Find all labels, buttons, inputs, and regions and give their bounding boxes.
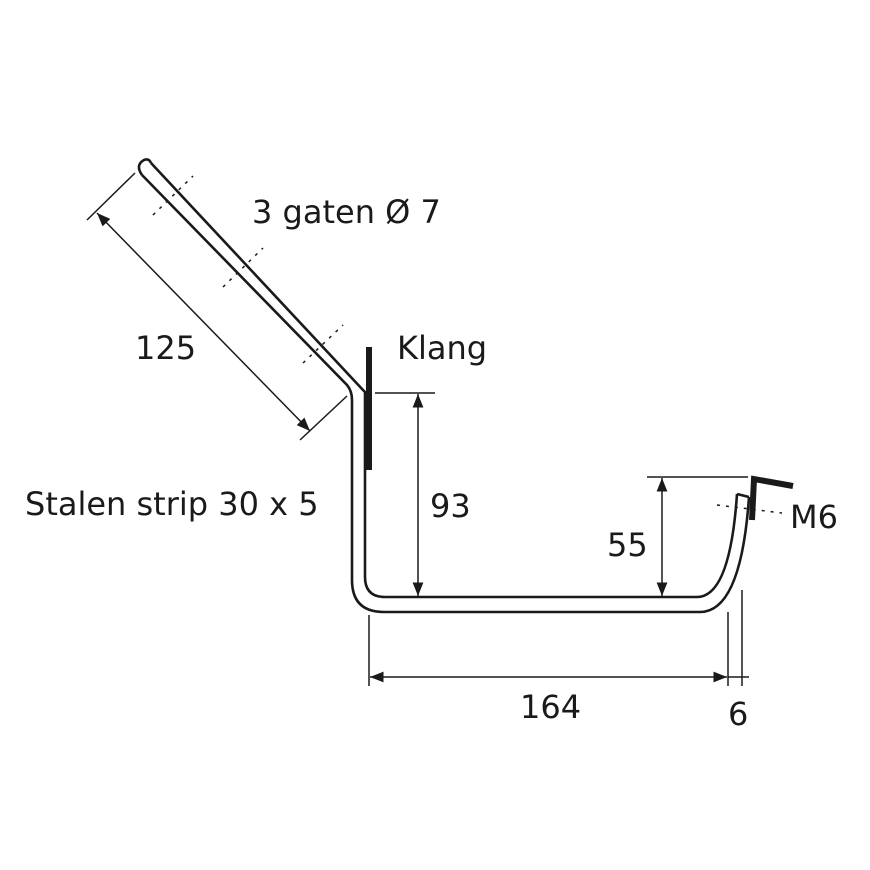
dim-125 (96, 212, 311, 432)
bolt-centerline (716, 504, 783, 514)
height-right-label: 55 (607, 526, 648, 564)
arm-length-label: 125 (135, 329, 197, 367)
bolt-label: M6 (790, 498, 838, 536)
steel-strip (137, 158, 751, 614)
clamp-m6 (749, 475, 794, 521)
offset-label: 6 (728, 695, 749, 733)
holes-label: 3 gaten Ø 7 (252, 193, 441, 231)
hole-centerline (222, 247, 264, 288)
width-label: 164 (520, 688, 582, 726)
strip-label: Stalen strip 30 x 5 (25, 485, 319, 523)
hole-centerline (152, 175, 194, 216)
height-left-label: 93 (430, 487, 471, 525)
clamp-label: Klang (397, 329, 488, 367)
dimension-lines (86, 172, 749, 686)
